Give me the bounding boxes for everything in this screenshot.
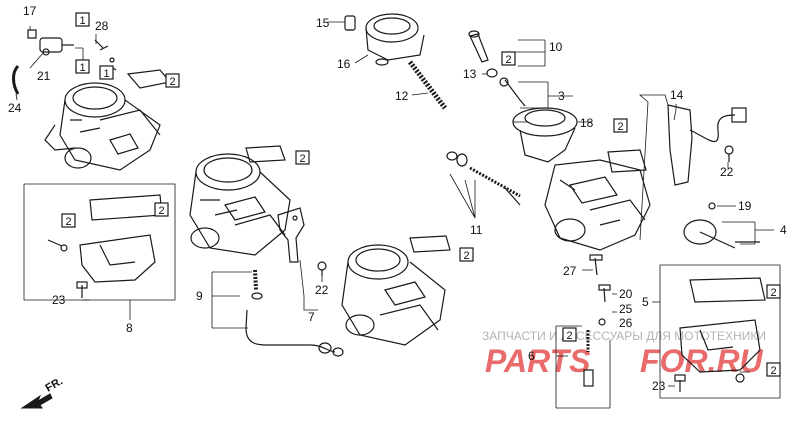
ref-box-label: 1: [104, 68, 110, 80]
callout-9: 9: [196, 289, 203, 303]
gasket-b: [245, 145, 286, 163]
ref-box-label: 2: [771, 365, 777, 377]
callout-24: 24: [8, 101, 22, 115]
bracket-7: [277, 207, 305, 263]
throttle-sensor-14: [667, 104, 747, 186]
callout-3: 3: [558, 89, 565, 103]
screw-22-center: [317, 261, 327, 276]
callout-27: 27: [563, 264, 577, 278]
callout-14: 14: [670, 88, 684, 102]
callout-13: 13: [463, 67, 477, 81]
callout-7: 7: [308, 310, 315, 324]
gasket-c: [409, 235, 451, 253]
ref-box-label: 1: [80, 62, 86, 74]
callout-19: 19: [738, 199, 752, 213]
diaphragm-18: [512, 107, 578, 163]
piston-10: [468, 30, 489, 63]
carburetor-body-a: [44, 82, 161, 171]
front-direction-indicator: FR.: [20, 375, 65, 409]
ref-box-label: 2: [300, 153, 306, 165]
reference-boxes: [61, 12, 781, 377]
callout-17: 17: [23, 4, 37, 18]
watermark: ЗАПЧАСТИ И АКСЕССУАРЫ ДЛЯ МОТОТЕХНИКИ PA…: [482, 329, 766, 379]
callout-28: 28: [95, 19, 109, 33]
ref-box-label: 2: [159, 205, 165, 217]
ref-box-label: 2: [506, 54, 512, 66]
callout-15: 15: [316, 16, 330, 30]
callout-25: 25: [619, 302, 633, 316]
watermark-brand-left: PARTS: [485, 343, 591, 379]
ref-box-label: 2: [771, 287, 777, 299]
carburetor-body-c: [341, 244, 446, 346]
reference-box-labels: 1 1 1 2 2 2 2 2 2 2 2 2 2: [66, 15, 777, 377]
callout-4: 4: [780, 223, 787, 237]
spring-12: [408, 60, 447, 110]
callout-18: 18: [580, 116, 594, 130]
top-cap-16: [365, 13, 425, 66]
callout-11: 11: [470, 223, 483, 237]
callout-8: 8: [126, 321, 133, 335]
screw-15: [344, 15, 356, 31]
fuel-joint-21: [39, 37, 74, 56]
callout-20: 20: [619, 287, 633, 301]
needle-3: [499, 77, 526, 107]
mixture-screw-9: [245, 269, 344, 357]
callout-26: 26: [619, 316, 633, 330]
callout-22-right: 22: [720, 165, 734, 179]
choke-plunger-4: [683, 202, 760, 249]
callout-16: 16: [337, 57, 351, 71]
callout-5: 5: [642, 295, 649, 309]
part-callouts: 17 28 21 24 15 16 12 13 10 3 18 14 22 19…: [8, 4, 787, 393]
callout-6: 6: [528, 349, 535, 363]
ref-box-label: 2: [66, 216, 72, 228]
watermark-brand-right: FOR.RU: [640, 343, 764, 379]
ref-box-label: 2: [567, 330, 573, 342]
ref-box-label: 2: [170, 76, 176, 88]
hose-24: [12, 64, 20, 95]
callout-22-center: 22: [315, 283, 329, 297]
float-bowl-5: [679, 277, 766, 373]
jet-assembly-11: [446, 151, 521, 206]
ref-box-label: 2: [464, 250, 470, 262]
carburetor-body-d: [544, 159, 651, 251]
gasket-a: [126, 69, 172, 89]
small-screws: [27, 29, 745, 392]
o-ring-13: [486, 68, 498, 78]
float-bowl-8: [79, 194, 163, 283]
front-label: FR.: [44, 375, 65, 394]
screw-22-right: [724, 145, 734, 162]
callout-23-right: 23: [652, 379, 666, 393]
callout-23-left: 23: [52, 293, 66, 307]
ref-box-label: 2: [618, 121, 624, 133]
callout-21: 21: [37, 69, 51, 83]
gasket-d: [607, 149, 647, 173]
callout-10: 10: [549, 40, 563, 54]
front-arrow-icon: [20, 393, 53, 409]
callout-12: 12: [395, 89, 409, 103]
watermark-text: ЗАПЧАСТИ И АКСЕССУАРЫ ДЛЯ МОТОТЕХНИКИ: [482, 329, 766, 343]
leader-lines: [15, 21, 781, 409]
carburetor-body-b: [189, 153, 291, 256]
ref-box-2-label: 1: [80, 15, 86, 27]
